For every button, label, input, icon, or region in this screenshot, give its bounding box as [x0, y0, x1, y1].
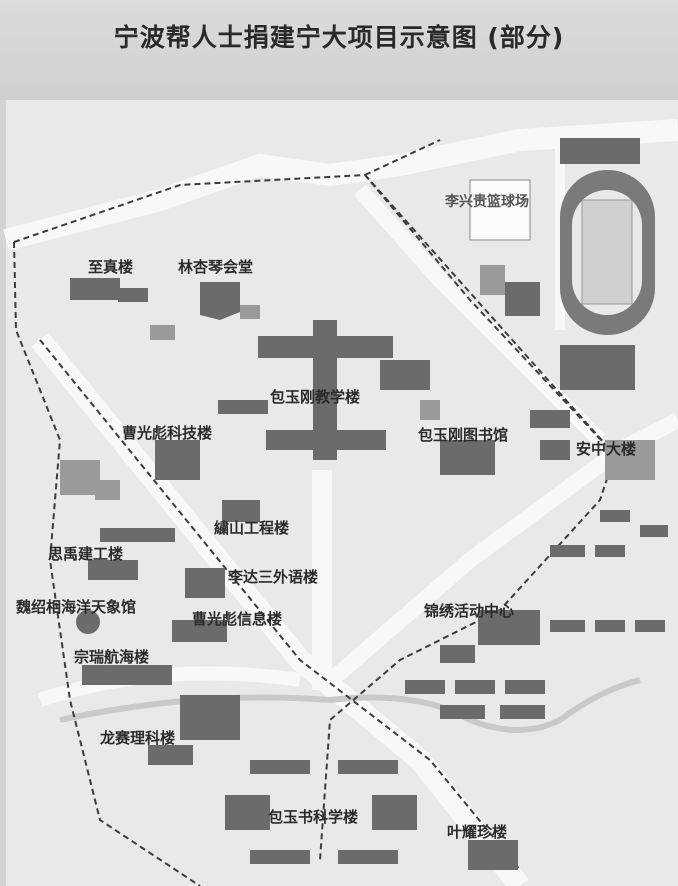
basketball-court [469, 179, 531, 241]
project-boundary [13, 139, 617, 886]
label-caoguangbiao-info: 曹光彪信息楼 [192, 610, 282, 628]
yeyaozhen-building [468, 840, 518, 870]
siyu-building [100, 528, 175, 542]
page-title: 宁波帮人士捐建宁大项目示意图 (部分) [113, 23, 565, 52]
building [505, 282, 540, 316]
caoguangbiao-info-building [172, 620, 227, 642]
baoyushu-building [225, 795, 270, 830]
jinxiu-building [478, 610, 540, 645]
label-baoyushu: 包玉书科学楼 [268, 808, 358, 826]
label-shanshan: 繍山工程楼 [214, 519, 289, 537]
building [560, 138, 640, 164]
road-network [3, 119, 678, 886]
label-anzhong: 安中大楼 [576, 440, 636, 458]
zhizhen-building [70, 278, 120, 300]
label-yeyaozhen: 叶耀珍楼 [447, 823, 507, 841]
label-lida: 李达三外语楼 [227, 568, 318, 586]
buildings [70, 138, 668, 870]
label-zongrui: 宗瑞航海楼 [74, 648, 149, 666]
caoguangbiao-tech-building [155, 440, 200, 480]
label-zhizhen: 至真楼 [88, 258, 133, 276]
longsaili-building [180, 695, 240, 740]
label-caoguangbiao-tech: 曹光彪科技楼 [122, 424, 212, 442]
baoyugang-lib-building [440, 440, 495, 475]
label-longsaili: 龙赛理科楼 [99, 729, 175, 747]
label-jinxiu: 锦绣活动中心 [424, 602, 514, 620]
lida-building [185, 568, 225, 598]
label-baoyugang-teach: 包玉刚教学楼 [270, 388, 360, 406]
shanshan-building [222, 500, 260, 522]
weishaoxiang-building [76, 610, 100, 634]
label-linxiqin: 林杏琴会堂 [178, 258, 253, 276]
label-baoyugang-lib: 包玉刚图书馆 [418, 426, 508, 444]
sports-field [560, 170, 655, 335]
map-labels: 李兴贵篮球场 至真楼 林杏琴会堂 包玉刚教学楼 曹光彪科技楼 包玉刚图书馆 安中… [15, 193, 636, 841]
minor-structures [60, 265, 655, 500]
building [560, 345, 635, 390]
label-weishaoxiang: 魏绍相海洋天象馆 [15, 598, 136, 616]
label-lixinggui: 李兴贵篮球场 [444, 193, 529, 210]
zongrui-building [82, 665, 172, 685]
poster-header: 宁波帮人士捐建宁大项目示意图 (部分) [0, 0, 678, 100]
label-siyu: 思禹建工楼 [48, 545, 123, 563]
linxiqin-building [200, 282, 240, 320]
